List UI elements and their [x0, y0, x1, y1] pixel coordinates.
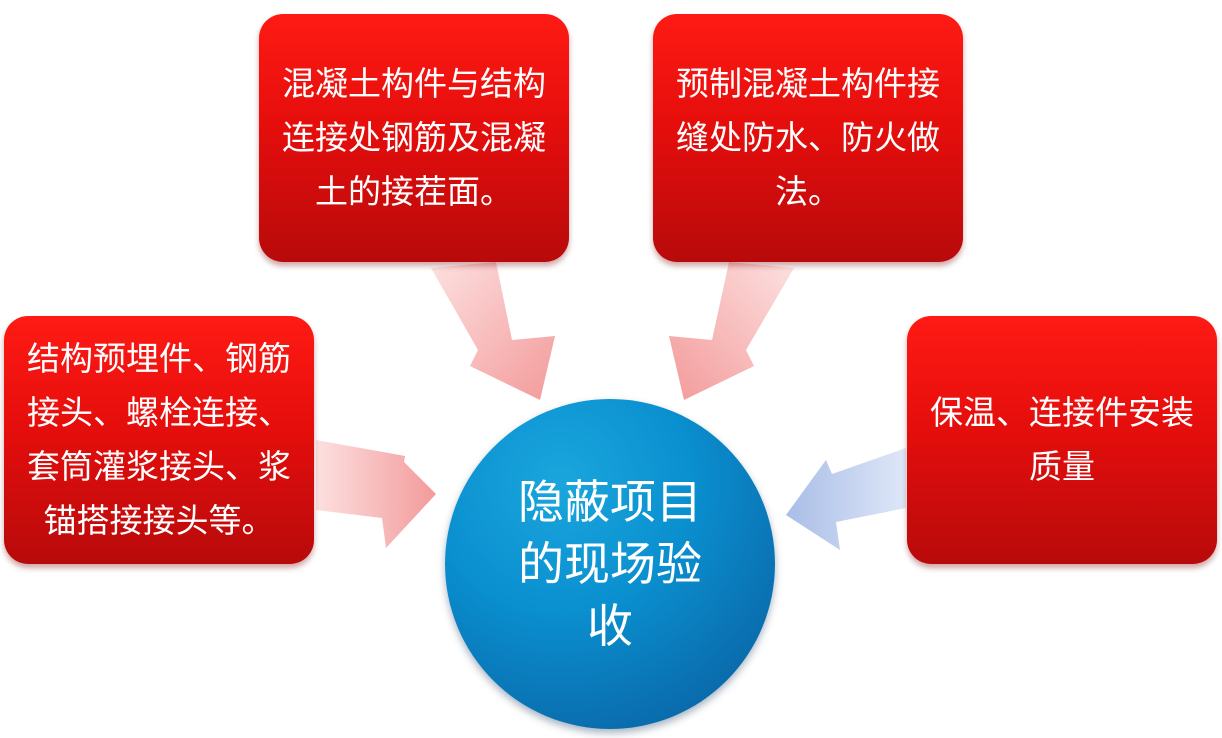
arrow-top-right: [669, 262, 794, 400]
arrow-left: [316, 440, 436, 548]
center-circle: 隐蔽项目的现场验收: [445, 399, 775, 729]
arrow-right: [786, 448, 906, 550]
node-left-text: 结构预埋件、钢筋接头、螺栓连接、套筒灌浆接头、浆锚搭接接头等。: [27, 339, 291, 540]
arrow-top-left: [431, 262, 555, 400]
node-top-left: 混凝土构件与结构连接处钢筋及混凝土的接茬面。: [259, 14, 569, 262]
node-top-right-text: 预制混凝土构件接缝处防水、防火做法。: [676, 64, 940, 211]
node-top-left-text: 混凝土构件与结构连接处钢筋及混凝土的接茬面。: [282, 64, 546, 211]
node-right-text: 保温、连接件安装质量: [930, 393, 1194, 486]
center-label: 隐蔽项目的现场验收: [518, 475, 702, 653]
node-left: 结构预埋件、钢筋接头、螺栓连接、套筒灌浆接头、浆锚搭接接头等。: [4, 316, 314, 564]
node-top-right: 预制混凝土构件接缝处防水、防火做法。: [653, 14, 963, 262]
node-right: 保温、连接件安装质量: [907, 316, 1217, 564]
